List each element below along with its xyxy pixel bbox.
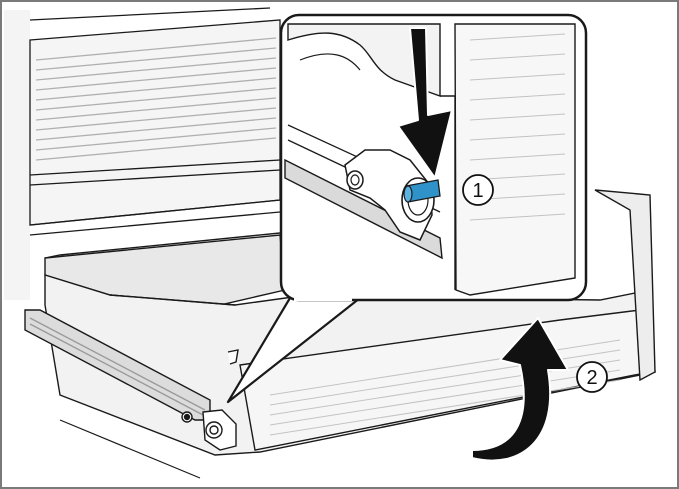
zoom-callout: 1 (281, 15, 586, 300)
step-2-marker: 2 (577, 362, 607, 392)
step-2-label: 2 (586, 367, 597, 389)
step-1-label: 1 (472, 180, 483, 202)
step-1-marker: 1 (463, 175, 493, 205)
